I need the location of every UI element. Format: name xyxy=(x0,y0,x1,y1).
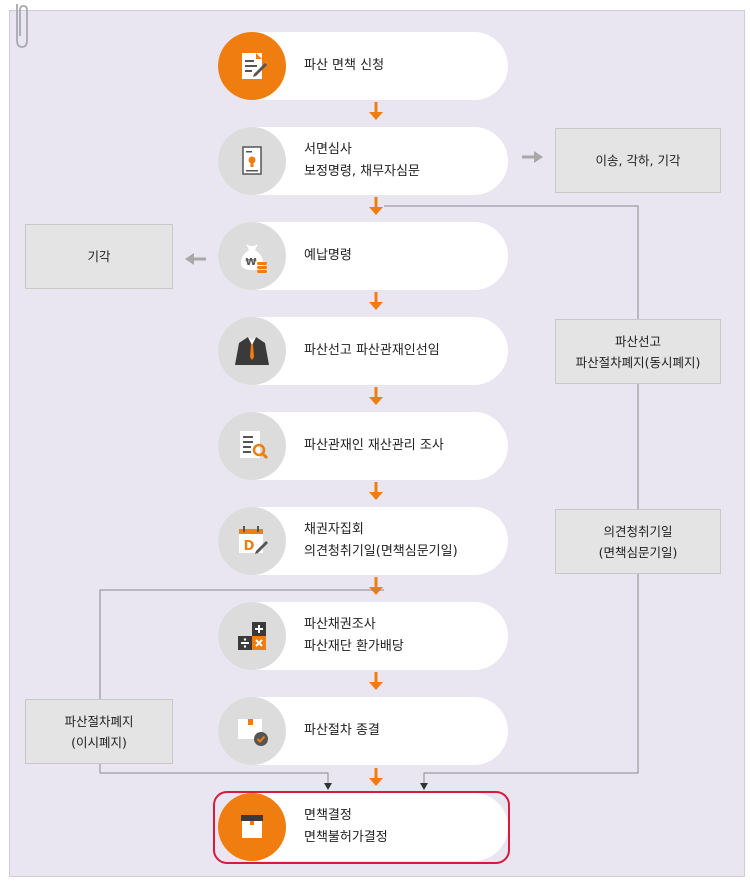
step-final-decision: 면책결정 면책불허가결정 xyxy=(218,793,508,861)
side-box-simultaneous-abolition: 파산선고 파산절차폐지(동시폐지) xyxy=(555,319,721,384)
side-box-different-abolition: 파산절차폐지 (이시폐지) xyxy=(25,699,173,764)
down-arrow-3 xyxy=(369,292,383,310)
paperclip-icon xyxy=(16,4,28,48)
step-investigate-label: 파산관재인 재산관리 조사 xyxy=(304,412,444,480)
side-box-dismiss-line-1: 기각 xyxy=(87,249,111,264)
document-pen-icon xyxy=(218,32,286,100)
side-box-hearing-line-2: (면책심문기일) xyxy=(598,544,678,560)
step-meeting: D 채권자집회 의견청취기일(면책심문기일) xyxy=(218,507,508,575)
final-decision-highlight xyxy=(213,791,510,864)
step-final-label: 면책결정 면책불허가결정 xyxy=(304,793,388,861)
box-icon xyxy=(218,793,286,861)
left-loop-line xyxy=(99,589,384,784)
step-distribute: 파산채권조사 파산재단 환가배당 xyxy=(218,602,508,670)
down-arrow-4 xyxy=(369,387,383,405)
step-final-line-1: 면책결정 xyxy=(304,808,352,823)
step-apply-line-1: 파산 면책 신청 xyxy=(304,58,385,73)
money-bag-icon: ₩ xyxy=(218,222,286,290)
down-arrow-1 xyxy=(369,102,383,120)
right-arrow-transfer xyxy=(522,151,543,163)
step-review-line-1: 서면심사 xyxy=(304,142,352,157)
side-box-hearing: 의견청취기일 (면책심문기일) xyxy=(555,509,721,574)
step-apply: 파산 면책 신청 xyxy=(218,32,508,100)
step-review-label: 서면심사 보정명령, 채무자심문 xyxy=(304,127,420,195)
down-arrow-6 xyxy=(369,577,383,595)
down-arrow-7 xyxy=(369,672,383,690)
step-apply-label: 파산 면책 신청 xyxy=(304,32,384,100)
down-arrow-8 xyxy=(369,768,383,786)
box-check-icon xyxy=(218,697,286,765)
calculator-icon xyxy=(218,602,286,670)
document-search-icon xyxy=(218,412,286,480)
svg-text:₩: ₩ xyxy=(245,257,256,268)
step-prepay-label: 예납명령 xyxy=(304,222,352,290)
step-terminate-line-1: 파산절차 종결 xyxy=(304,723,380,738)
left-arrow-dismiss xyxy=(185,253,206,265)
step-distribute-line-1: 파산채권조사 xyxy=(304,617,376,632)
down-arrow-5 xyxy=(369,482,383,500)
step-declare-line-1: 파산선고 파산관재인선임 xyxy=(304,343,440,358)
side-box-transfer: 이송, 각하, 기각 xyxy=(555,128,721,193)
svg-text:D: D xyxy=(244,539,255,554)
step-meeting-line-1: 채권자집회 xyxy=(304,522,364,537)
right-loop-line xyxy=(384,205,639,784)
side-box-transfer-line-1: 이송, 각하, 기각 xyxy=(595,153,681,168)
step-investigate-line-1: 파산관재인 재산관리 조사 xyxy=(304,438,444,453)
step-declare-label: 파산선고 파산관재인선임 xyxy=(304,317,440,385)
step-terminate-label: 파산절차 종결 xyxy=(304,697,380,765)
step-distribute-label: 파산채권조사 파산재단 환가배당 xyxy=(304,602,404,670)
side-box-different-line-2: (이시폐지) xyxy=(71,734,127,750)
step-distribute-line-2: 파산재단 환가배당 xyxy=(304,639,404,654)
step-prepay: ₩ 예납명령 xyxy=(218,222,508,290)
down-arrow-2 xyxy=(369,197,383,215)
step-investigate: 파산관재인 재산관리 조사 xyxy=(218,412,508,480)
side-box-different-line-1: 파산절차폐지 xyxy=(64,713,134,729)
step-declare: 파산선고 파산관재인선임 xyxy=(218,317,508,385)
step-final-line-2: 면책불허가결정 xyxy=(304,830,388,845)
step-terminate: 파산절차 종결 xyxy=(218,697,508,765)
side-box-hearing-line-1: 의견청취기일 xyxy=(603,523,673,539)
suit-person-icon xyxy=(218,317,286,385)
side-box-simultaneous-line-1: 파산선고 xyxy=(614,333,661,349)
side-box-simultaneous-line-2: 파산절차폐지(동시폐지) xyxy=(575,354,701,370)
step-meeting-line-2: 의견청취기일(면책심문기일) xyxy=(304,544,458,559)
step-meeting-label: 채권자집회 의견청취기일(면책심문기일) xyxy=(304,507,458,575)
step-review: 서면심사 보정명령, 채무자심문 xyxy=(218,127,508,195)
certificate-document-icon xyxy=(218,127,286,195)
calendar-pen-icon: D xyxy=(218,507,286,575)
step-prepay-line-1: 예납명령 xyxy=(304,248,352,263)
side-box-dismiss: 기각 xyxy=(25,224,173,289)
step-review-line-2: 보정명령, 채무자심문 xyxy=(304,164,420,179)
